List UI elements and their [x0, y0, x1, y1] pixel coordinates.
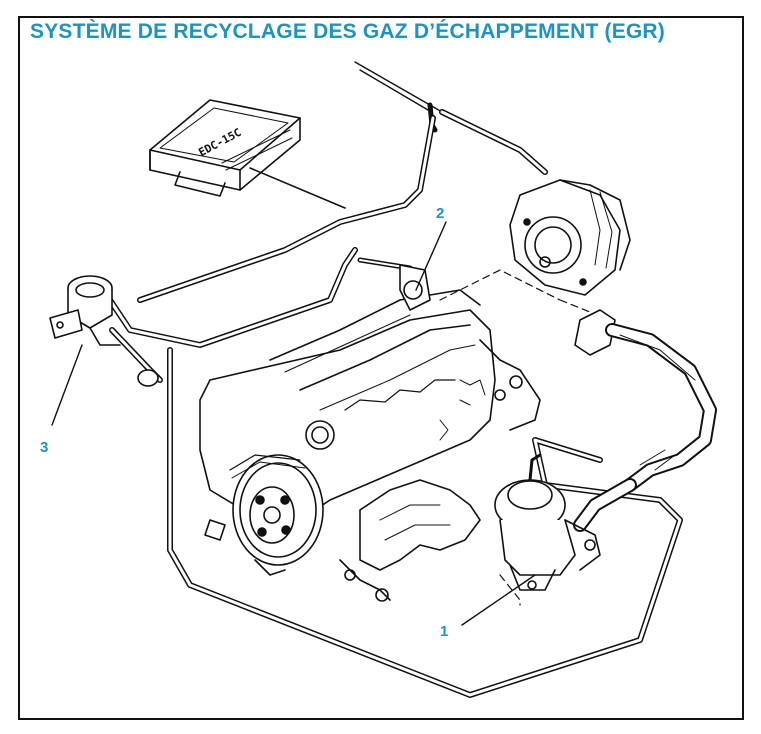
leader-3 [51, 344, 83, 426]
callout-2: 2 [436, 205, 444, 222]
leader-2 [415, 221, 447, 291]
callout-3: 3 [40, 439, 48, 456]
timing-pulley [204, 454, 324, 576]
egr-valve [494, 453, 601, 591]
diagram-title: SYSTÈME DE RECYCLAGE DES GAZ D’ÉCHAPPEME… [30, 20, 665, 43]
dashed-links [439, 269, 611, 606]
vacuum-modulator [49, 275, 163, 387]
vacuum-pump [509, 179, 631, 296]
intake-manifold [339, 479, 481, 602]
leader-1 [461, 574, 536, 626]
callout-1: 1 [440, 623, 448, 640]
ecu-module: EDC-15C [149, 99, 346, 209]
vacuum-hoses [107, 61, 683, 698]
callout-leaders [51, 221, 536, 626]
egr-pipe [573, 309, 717, 532]
